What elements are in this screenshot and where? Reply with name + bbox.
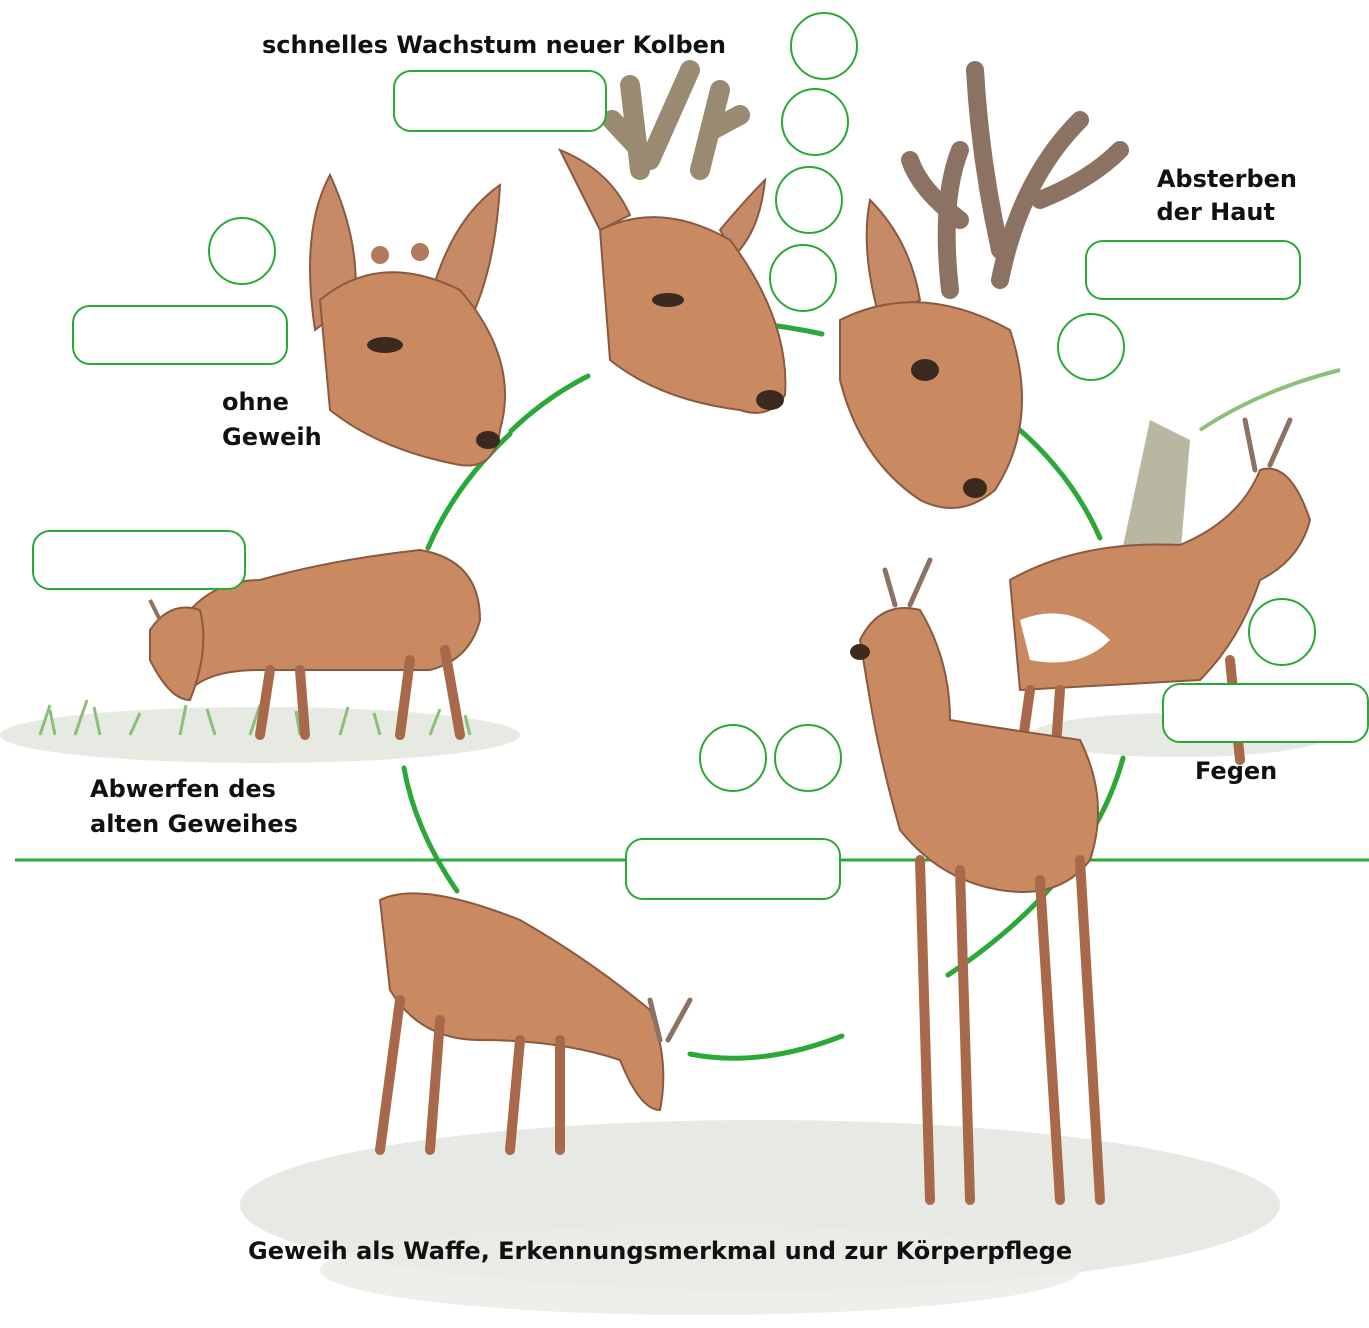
answer-circle-growth-2[interactable] bbox=[781, 88, 849, 156]
answer-box-shedding[interactable] bbox=[32, 530, 246, 590]
answer-box-usage[interactable] bbox=[625, 838, 841, 900]
label-shedding-line1: Abwerfen des bbox=[90, 773, 276, 805]
answer-circle-growth-4[interactable] bbox=[769, 244, 837, 312]
label-skin-dying-line2: der Haut bbox=[1143, 196, 1275, 228]
answer-circle-no-antler[interactable] bbox=[208, 217, 276, 285]
label-no-antler-line2: Geweih bbox=[222, 421, 322, 453]
answer-circle-usage-1[interactable] bbox=[699, 724, 767, 792]
label-shedding-line2: alten Geweihes bbox=[90, 808, 298, 840]
answer-box-fraying[interactable] bbox=[1162, 683, 1369, 743]
answer-box-growth[interactable] bbox=[393, 70, 607, 132]
label-rapid-growth: schnelles Wachstum neuer Kolben bbox=[262, 29, 726, 61]
answer-circle-growth-3[interactable] bbox=[775, 166, 843, 234]
label-antler-usage: Geweih als Waffe, Erkennungsmerkmal und … bbox=[248, 1235, 1072, 1267]
label-fraying: Fegen bbox=[1195, 755, 1277, 787]
answer-box-dead-skin[interactable] bbox=[1085, 240, 1301, 300]
label-skin-dying-line1: Absterben bbox=[1143, 163, 1297, 195]
deer-head-dead-skin-icon bbox=[840, 70, 1120, 508]
answer-circle-usage-2[interactable] bbox=[774, 724, 842, 792]
deer-head-no-antler-icon bbox=[310, 175, 505, 466]
answer-box-no-antler[interactable] bbox=[72, 305, 288, 365]
answer-circle-dead-skin[interactable] bbox=[1057, 313, 1125, 381]
answer-circle-fraying[interactable] bbox=[1248, 598, 1316, 666]
answer-circle-growth-1[interactable] bbox=[790, 12, 858, 80]
label-no-antler-line1: ohne bbox=[222, 386, 289, 418]
